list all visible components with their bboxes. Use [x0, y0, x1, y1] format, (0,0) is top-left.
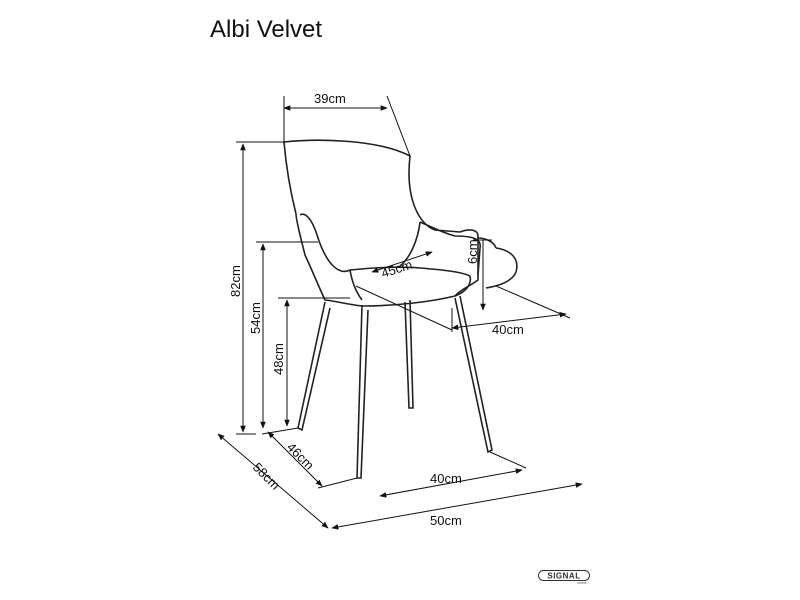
- dim-top-width: 39cm: [314, 91, 346, 106]
- product-title: Albi Velvet: [210, 16, 323, 43]
- dim-total-depth: 58cm: [250, 460, 283, 493]
- svg-text:meble: meble: [577, 581, 586, 584]
- signal-logo: SIGNAL meble: [538, 570, 590, 584]
- dim-seat-depth: 45cm: [379, 257, 414, 281]
- dimension-labels: 39cm 82cm 54cm 48cm 45cm 6cm 40cm 46cm 4…: [228, 91, 524, 528]
- chair-illustration: [283, 139, 518, 479]
- dim-leg-depth: 46cm: [284, 440, 317, 473]
- dim-armrest-height: 54cm: [248, 302, 263, 334]
- dim-seat-height: 48cm: [271, 343, 286, 375]
- dim-leg-width: 40cm: [430, 471, 462, 486]
- svg-text:SIGNAL: SIGNAL: [547, 572, 580, 581]
- dim-armrest-thickness: 6cm: [465, 239, 480, 264]
- dim-total-height: 82cm: [228, 265, 243, 297]
- dim-seat-width: 40cm: [492, 322, 524, 337]
- dimension-lines: [217, 95, 583, 530]
- dim-total-width: 50cm: [430, 513, 462, 528]
